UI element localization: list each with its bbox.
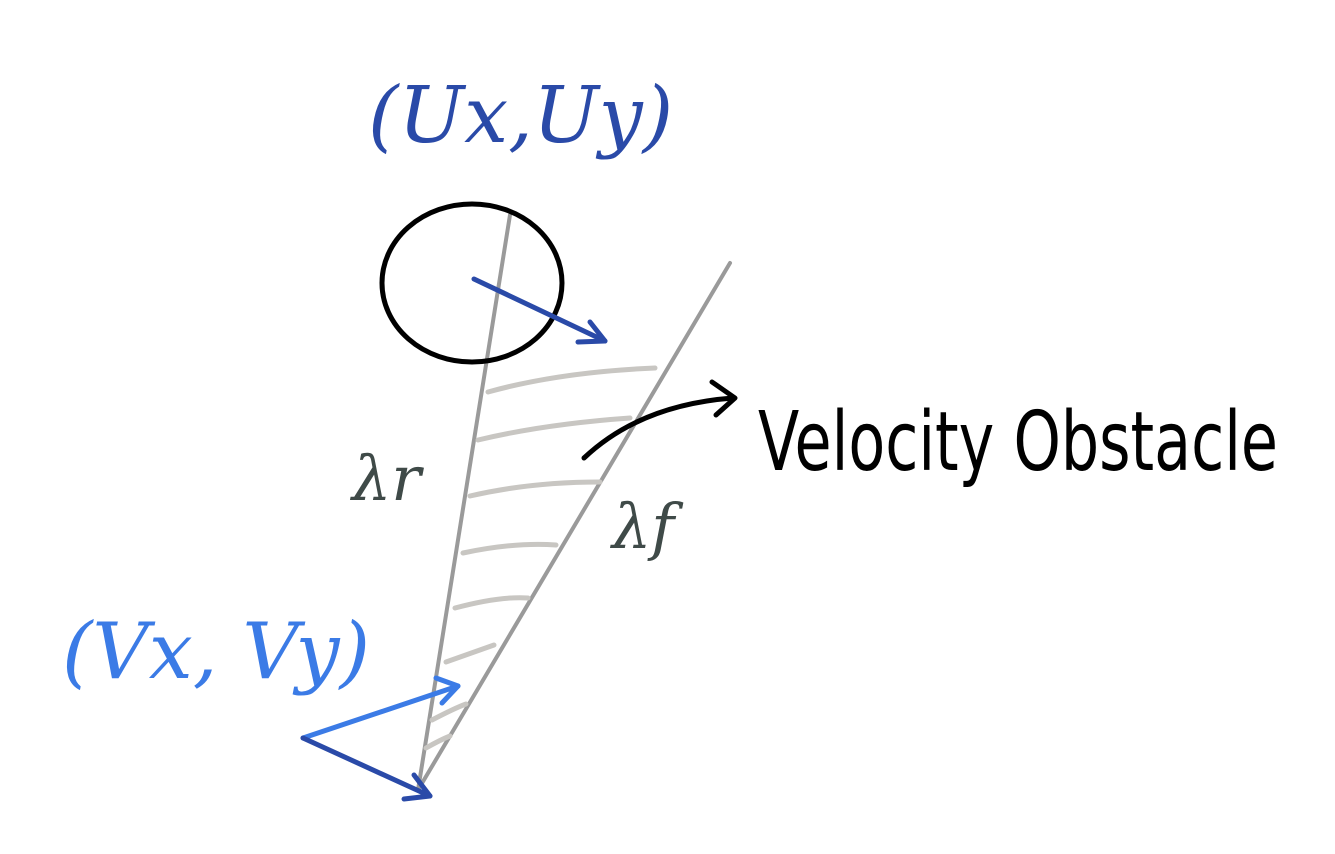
- robot-velocity-arrow: [300, 675, 461, 741]
- label-pointer-arrow: [581, 379, 738, 461]
- hatch-stroke: [467, 479, 603, 499]
- relative-velocity-arrow: [300, 735, 433, 802]
- hatch-stroke: [475, 415, 633, 443]
- robot-velocity-label: (Vx, Vy): [62, 607, 370, 697]
- hatch-stroke: [485, 365, 658, 395]
- velocity-obstacle-label: Velocity Obstacle: [758, 395, 1278, 490]
- hatch-stroke: [460, 541, 559, 556]
- obstacle-circle: [379, 201, 565, 365]
- velocity-obstacle-hatching: [423, 365, 658, 751]
- cone-right-boundary: [416, 261, 732, 792]
- lambda-r-label: λr: [349, 442, 424, 515]
- hatch-stroke: [452, 595, 531, 611]
- lambda-f-label: λf: [609, 490, 684, 563]
- obstacle-velocity-arrow: [471, 276, 608, 345]
- obstacle-velocity-label: (Ux,Uy): [368, 71, 673, 161]
- hatch-stroke: [423, 733, 453, 751]
- hatch-stroke: [429, 701, 469, 723]
- hatch-stroke: [443, 642, 497, 665]
